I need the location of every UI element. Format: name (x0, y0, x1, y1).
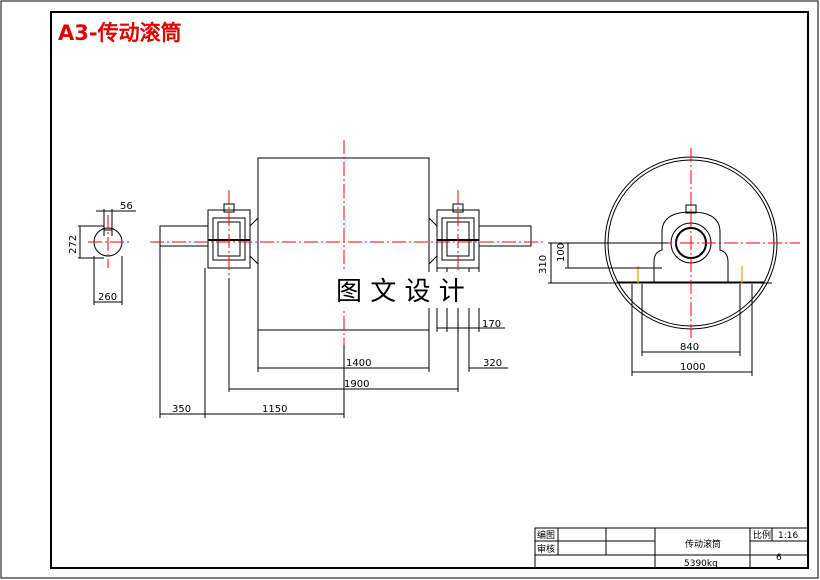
left-shaft (159, 225, 209, 247)
drum-side-view: 310 100 840 1000 (538, 148, 800, 376)
dim-320: 320 (483, 358, 502, 369)
dim-260: 260 (98, 292, 117, 303)
dim-272: 272 (68, 235, 79, 254)
dim-170: 170 (482, 319, 501, 330)
title-block: 编图 审核 传动滚筒 比例 1:16 6 5390kg (534, 527, 809, 569)
dim-100: 100 (556, 243, 567, 262)
watermark-backing (328, 272, 490, 308)
dim-1400: 1400 (346, 358, 371, 369)
dim-1150: 1150 (262, 404, 287, 415)
sheet-number: 6 (776, 553, 782, 563)
drawn-by-label: 编图 (537, 529, 555, 541)
scale-value: 1:16 (778, 531, 798, 541)
dim-1900: 1900 (344, 379, 369, 390)
shaft-section-view: 56 272 260 (68, 201, 136, 305)
dim-310: 310 (538, 255, 549, 274)
drum-front-view: 170 1400 320 1900 350 1150 (150, 140, 545, 418)
watermark-text: 图 文 设 计 (336, 277, 465, 307)
dim-56: 56 (120, 201, 133, 212)
dim-350: 350 (172, 404, 191, 415)
dim-840: 840 (680, 342, 699, 353)
dim-1000: 1000 (680, 362, 705, 373)
drawing-title: A3-传动滚筒 (58, 21, 182, 45)
scale-label: 比例 (753, 529, 771, 541)
right-shaft (478, 225, 532, 247)
checked-by-label: 审核 (537, 543, 555, 555)
part-name: 传动滚筒 (685, 538, 721, 550)
weight-value: 5390kg (684, 559, 718, 569)
inner-frame (50, 11, 809, 569)
